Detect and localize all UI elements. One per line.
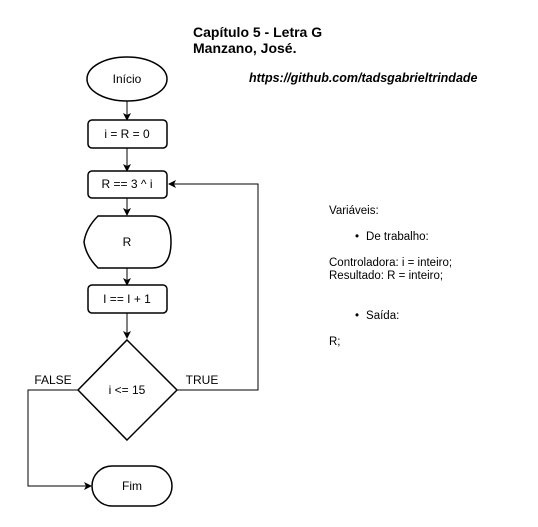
- decision-diamond: [76, 338, 179, 442]
- diagram-title: Capítulo 5 - Letra G Manzano, José.: [193, 24, 322, 56]
- true-branch-label: TRUE: [186, 373, 219, 387]
- connectors: [27, 101, 259, 490]
- init-label: i = R = 0: [104, 127, 150, 141]
- work-variables-label: De trabalho:: [366, 231, 429, 243]
- decision-label: i <= 15: [109, 383, 146, 397]
- end-label: Fim: [122, 479, 142, 493]
- variables-notes: Variáveis: De trabalho: Controladora: i …: [329, 205, 452, 349]
- output-bullet: Saída:: [355, 310, 452, 323]
- title-author: Manzano, José.: [193, 40, 297, 56]
- result-variable: Resultado: R = inteiro;: [329, 270, 444, 282]
- output-display-shape: [83, 215, 172, 269]
- start-label: Início: [113, 72, 142, 86]
- controller-variable: Controladora: i = inteiro;: [329, 257, 453, 269]
- start-terminator: [86, 56, 168, 102]
- title-chapter: Capítulo 5 - Letra G: [193, 24, 323, 40]
- false-branch-label: FALSE: [34, 373, 71, 387]
- output-variable: R;: [329, 336, 341, 348]
- output-bullet-label: Saída:: [366, 310, 400, 322]
- compute-label: R == 3 ^ i: [102, 177, 153, 191]
- variables-heading: Variáveis:: [329, 205, 379, 217]
- github-link[interactable]: https://github.com/tadsgabrieltrindade: [249, 71, 478, 85]
- increment-label: I == I + 1: [103, 292, 151, 306]
- output-label: R: [123, 235, 132, 249]
- compute-process: [87, 170, 168, 199]
- arrow-true-loop: [168, 180, 259, 391]
- init-process: [87, 119, 168, 149]
- increment-process: [87, 284, 168, 314]
- arrow-false-to-end: [27, 389, 92, 490]
- end-terminator: [91, 465, 173, 507]
- work-variables-bullet: De trabalho:: [355, 231, 452, 244]
